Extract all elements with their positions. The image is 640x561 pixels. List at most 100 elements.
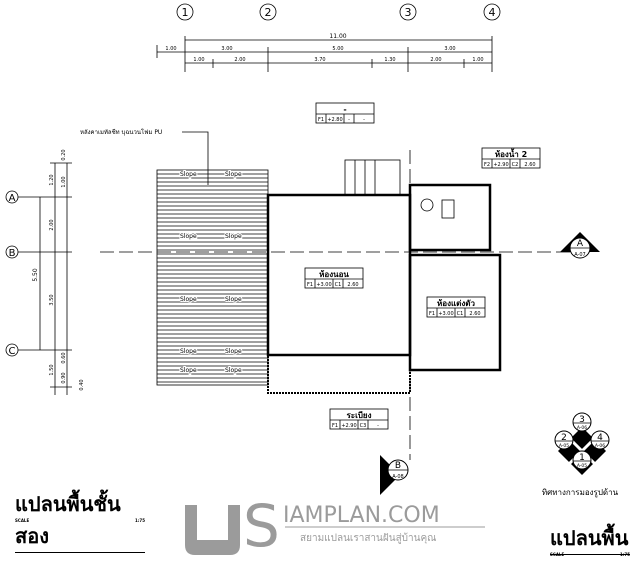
room-code: F1 bbox=[429, 311, 435, 317]
elevation-num: 3 bbox=[579, 415, 585, 425]
room-code: 2.60 bbox=[469, 311, 480, 317]
room-code: - bbox=[377, 423, 379, 429]
scale-label: SCALE bbox=[550, 552, 565, 557]
room-code: C3 bbox=[360, 423, 367, 429]
top-dimensions: 11.00 1.00 3.00 5.00 3.00 1.00 2.00 3.70… bbox=[156, 33, 493, 72]
room-tag: -F1+2.80-- bbox=[315, 102, 375, 124]
dim-overall: 11.00 bbox=[329, 33, 346, 40]
slope-label: Slope bbox=[180, 233, 197, 240]
room-code: 2.60 bbox=[347, 282, 358, 288]
section-sheet: A-08 bbox=[392, 474, 403, 480]
room-tag: ระเบียง F1+2.90 C3 - bbox=[329, 408, 389, 430]
room-code: F1 bbox=[332, 423, 338, 429]
elevation-num: 2 bbox=[561, 433, 567, 443]
grid-columns: 1 2 3 4 bbox=[176, 3, 501, 21]
dim: 1.50 bbox=[49, 364, 55, 375]
section-sheet: A-07 bbox=[574, 252, 585, 258]
dim-left-overall: 5.50 bbox=[32, 268, 39, 282]
dim: 1.00 bbox=[61, 176, 67, 187]
room-tag: ห้องน้ำ 2 F2+2.90 C2 2.60 bbox=[481, 147, 541, 169]
grid-rows: A B C 5.50 1.20 2.00 3.50 1.50 0.20 1.00… bbox=[5, 149, 85, 395]
logo-tagline: สยามแปลนเราสานฝันสู่บ้านคุณ bbox=[300, 532, 436, 544]
room-code: +2.90 bbox=[341, 423, 356, 429]
grid-col-2: 2 bbox=[265, 6, 272, 19]
elevation-sheet: A-05 bbox=[559, 443, 569, 449]
elevation-bubble: 1A-05 bbox=[572, 450, 592, 470]
slope-label: Slope bbox=[225, 367, 242, 374]
dim: 3.70 bbox=[314, 57, 325, 63]
slope-label: Slope bbox=[225, 233, 242, 240]
slope-label: Slope bbox=[180, 296, 197, 303]
room-name: ห้องนอน bbox=[319, 269, 349, 279]
elevation-num: 1 bbox=[579, 453, 585, 463]
dim: 0.40 bbox=[79, 379, 85, 390]
svg-text:IAMPLAN.COM: IAMPLAN.COM bbox=[283, 503, 440, 528]
room-name: ระเบียง bbox=[347, 410, 372, 420]
plan-title-2: แปลนพื้น bbox=[550, 522, 630, 555]
scale-label: SCALE bbox=[15, 518, 30, 523]
elevation-sheet: A-06 bbox=[577, 425, 587, 431]
slope-label: Slope bbox=[180, 171, 197, 178]
section-letter: B bbox=[395, 461, 401, 471]
elevation-bubble: 4A-06 bbox=[590, 430, 610, 450]
dim: 1.00 bbox=[472, 57, 483, 63]
dim: 3.00 bbox=[444, 46, 455, 52]
dim: 3.50 bbox=[49, 294, 55, 305]
room-code: F1 bbox=[307, 282, 313, 288]
room-tag: ห้องแต่งตัวF1+3.00 C1 2.60 bbox=[426, 296, 486, 318]
elevation-caption: ทิศทางการมองรูปด้าน bbox=[542, 488, 619, 498]
grid-col-4: 4 bbox=[489, 6, 496, 19]
dim: 1.00 bbox=[165, 46, 176, 52]
room-code: +3.00 bbox=[438, 311, 453, 317]
svg-text:S: S bbox=[243, 492, 280, 560]
section-marker-b: B A-08 bbox=[380, 455, 409, 495]
room-code: F2 bbox=[484, 162, 490, 168]
plan-scale-2: SCALE 1:75 bbox=[550, 552, 630, 557]
room-code: C2 bbox=[512, 162, 519, 168]
elevation-sheet: A-05 bbox=[577, 463, 587, 469]
room-name: ห้องแต่งตัว bbox=[437, 298, 475, 308]
grid-row-a: A bbox=[9, 193, 16, 204]
plan-scale: SCALE 1:75 bbox=[15, 518, 145, 523]
grid-col-3: 3 bbox=[405, 6, 412, 19]
elevation-bubble: 3A-06 bbox=[572, 412, 592, 432]
dim: 0.60 bbox=[61, 352, 67, 363]
dim: 1.20 bbox=[49, 174, 55, 185]
section-marker-a: A A-07 bbox=[560, 232, 600, 259]
grid-row-c: C bbox=[9, 346, 16, 357]
elevation-num: 4 bbox=[597, 433, 603, 443]
room-code: +2.90 bbox=[493, 162, 508, 168]
dim: 1.30 bbox=[384, 57, 395, 63]
room-name: ห้องน้ำ 2 bbox=[495, 148, 527, 159]
slope-label: Slope bbox=[180, 348, 197, 355]
elevation-bubble: 2A-05 bbox=[554, 430, 574, 450]
room-code: C1 bbox=[335, 282, 342, 288]
dim: 2.00 bbox=[49, 219, 55, 230]
room-code: 2.60 bbox=[524, 162, 535, 168]
dim: 2.00 bbox=[430, 57, 441, 63]
dim: 2.00 bbox=[234, 57, 245, 63]
scale-value: 1:75 bbox=[135, 518, 145, 523]
dim: 0.90 bbox=[61, 372, 67, 383]
room-name: - bbox=[343, 105, 346, 114]
walls bbox=[266, 159, 502, 394]
dim: 5.00 bbox=[332, 46, 343, 52]
siamplan-logo: S IAMPLAN.COM สยามแปลนเราสานฝันสู่บ้านคุ… bbox=[185, 492, 485, 560]
scale-value: 1:75 bbox=[620, 552, 630, 557]
grid-row-b: B bbox=[9, 248, 16, 259]
slope-label: Slope bbox=[225, 348, 242, 355]
dim: 1.00 bbox=[193, 57, 204, 63]
grid-col-1: 1 bbox=[182, 6, 189, 19]
slope-label: Slope bbox=[225, 171, 242, 178]
room-code: C1 bbox=[457, 311, 464, 317]
section-letter: A bbox=[577, 239, 584, 249]
slope-label: Slope bbox=[180, 367, 197, 374]
dim: 3.00 bbox=[221, 46, 232, 52]
elevation-sheet: A-06 bbox=[595, 443, 605, 449]
